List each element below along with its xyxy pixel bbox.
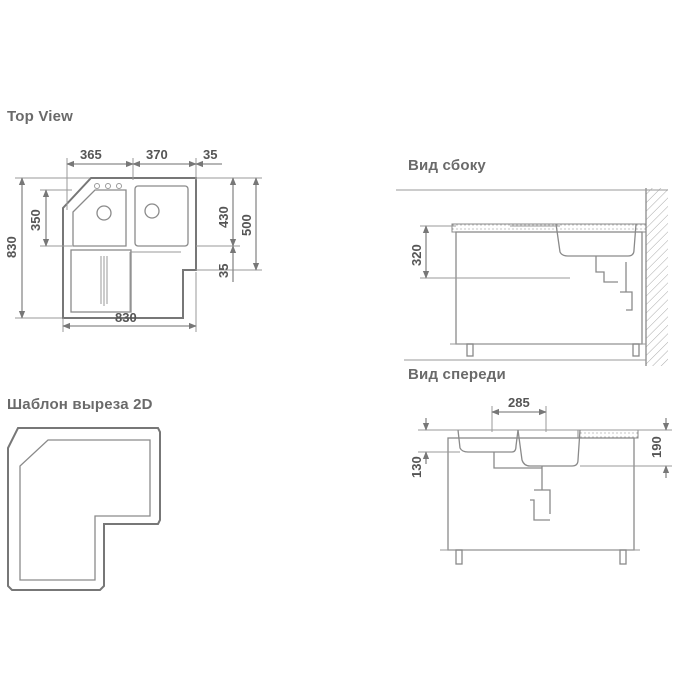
sink-outline — [62, 177, 197, 319]
dim-35-side: 35 — [216, 264, 231, 278]
dim-830-width: 830 — [115, 310, 137, 325]
front-countertop — [577, 429, 639, 439]
top-view-drawing: 365 370 35 830 350 430 500 35 830 — [4, 147, 262, 332]
dim-500: 500 — [239, 214, 254, 236]
dim-130: 130 — [409, 456, 424, 478]
drain-left-icon — [96, 205, 112, 221]
left-bowl — [72, 189, 127, 247]
dim-370: 370 — [146, 147, 168, 162]
side-view-heading: Вид сбоку — [408, 157, 486, 174]
tap-hole-icon — [105, 183, 111, 189]
cutout-template-heading: Шаблон выреза 2D — [7, 396, 153, 413]
front-view-heading: Вид спереди — [408, 366, 506, 383]
tap-hole-icon — [94, 183, 100, 189]
dim-365: 365 — [80, 147, 102, 162]
dim-830-depth: 830 — [4, 236, 19, 258]
front-small-bowl — [457, 429, 519, 453]
right-bowl — [134, 185, 189, 247]
dim-190: 190 — [649, 436, 664, 458]
top-view-heading: Top View — [7, 108, 74, 125]
cutout-outline — [7, 427, 161, 591]
countertop — [451, 223, 647, 233]
wall-hatch — [646, 188, 668, 366]
cutout-inner-outline — [19, 439, 151, 581]
front-large-bowl — [517, 429, 581, 467]
dim-285: 285 — [508, 395, 530, 410]
side-bowl — [555, 223, 637, 257]
drain-right-icon — [144, 203, 160, 219]
dim-350: 350 — [28, 209, 43, 231]
front-view-drawing: 285 130 190 — [409, 395, 672, 565]
dim-320: 320 — [409, 244, 424, 266]
dim-35-top: 35 — [203, 147, 217, 162]
front-waste-pipe — [493, 452, 551, 521]
side-siphon — [595, 256, 633, 311]
dim-430: 430 — [216, 206, 231, 228]
cutout-template-drawing — [7, 427, 161, 591]
tap-hole-icon — [116, 183, 122, 189]
drainer-area — [70, 249, 132, 313]
front-cabinet — [447, 437, 635, 551]
side-view-drawing: 320 — [396, 188, 668, 366]
cabinet — [455, 231, 643, 345]
